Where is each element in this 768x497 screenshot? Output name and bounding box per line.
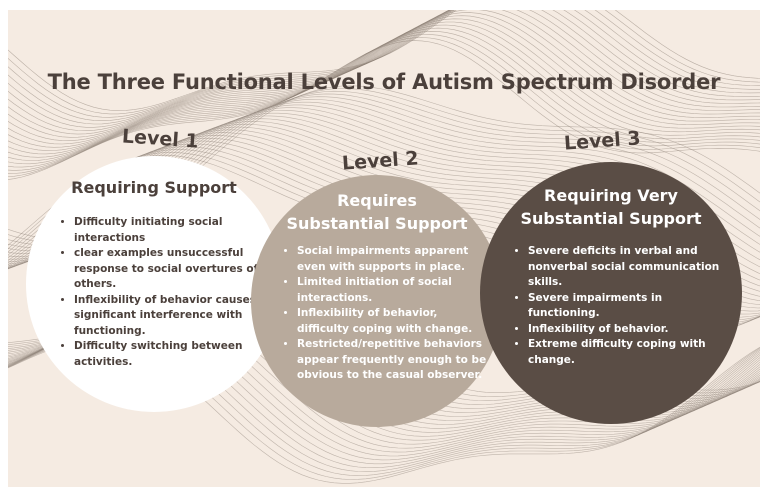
wave-line bbox=[8, 10, 760, 111]
level-2-heading-line2: Substantial Support bbox=[286, 214, 468, 233]
level-2-bullet-list: Social impairments apparent even with su… bbox=[281, 244, 493, 384]
level-1-heading: Requiring Support bbox=[71, 178, 237, 197]
level-3-heading: Requiring Very Substantial Support bbox=[480, 184, 742, 230]
wave-line bbox=[8, 40, 760, 180]
level-2-circle: Requires Substantial Support Social impa… bbox=[251, 175, 503, 427]
wave-line bbox=[8, 10, 760, 138]
level-1-bullet: Difficulty initiating social interaction… bbox=[74, 215, 284, 246]
level-3-heading-line1: Requiring Very bbox=[544, 186, 678, 205]
level-3-bullet-list: Severe deficits in verbal and nonverbal … bbox=[512, 244, 724, 368]
level-2-bullet: Limited initiation of social interaction… bbox=[297, 275, 493, 306]
level-3-bullet: Severe deficits in verbal and nonverbal … bbox=[528, 244, 724, 291]
page-title: The Three Functional Levels of Autism Sp… bbox=[47, 70, 721, 94]
wave-line bbox=[8, 10, 760, 142]
infographic-canvas: The Three Functional Levels of Autism Sp… bbox=[8, 10, 760, 487]
level-3-heading-line2: Substantial Support bbox=[520, 209, 702, 228]
level-2-heading-line1: Requires bbox=[337, 191, 417, 210]
wave-line bbox=[8, 10, 760, 128]
level-1-bullet-list: Difficulty initiating social interaction… bbox=[58, 215, 284, 370]
level-3-bullet: Extreme difficulty coping with change. bbox=[528, 337, 724, 368]
level-2-heading: Requires Substantial Support bbox=[251, 189, 503, 235]
level-2-bullet: Restricted/repetitive behaviors appear f… bbox=[297, 337, 493, 384]
wave-line bbox=[8, 10, 760, 118]
level-3-bullet: Inflexibility of behavior. bbox=[528, 322, 724, 338]
wave-line bbox=[8, 10, 760, 132]
level-1-bullet: clear examples unsuccessful response to … bbox=[74, 246, 284, 293]
wave-line bbox=[8, 10, 760, 148]
wave-line bbox=[8, 10, 760, 122]
level-1-bullet: Difficulty switching between activities. bbox=[74, 339, 284, 370]
wave-line bbox=[8, 12, 760, 151]
wave-line bbox=[8, 34, 760, 174]
level-2-bullet: Inflexibility of behavior, difficulty co… bbox=[297, 306, 493, 337]
level-2-bullet: Social impairments apparent even with su… bbox=[297, 244, 493, 275]
wave-line bbox=[8, 10, 760, 145]
level-1-bullet: Inflexibility of behavior causes signifi… bbox=[74, 293, 284, 340]
wave-line bbox=[8, 15, 760, 155]
wave-line bbox=[8, 10, 760, 135]
level-3-bullet: Severe impairments in functioning. bbox=[528, 291, 724, 322]
level-1-circle: Requiring Support Difficulty initiating … bbox=[26, 156, 282, 412]
level-3-circle: Requiring Very Substantial Support Sever… bbox=[480, 162, 742, 424]
wave-line bbox=[8, 10, 760, 125]
